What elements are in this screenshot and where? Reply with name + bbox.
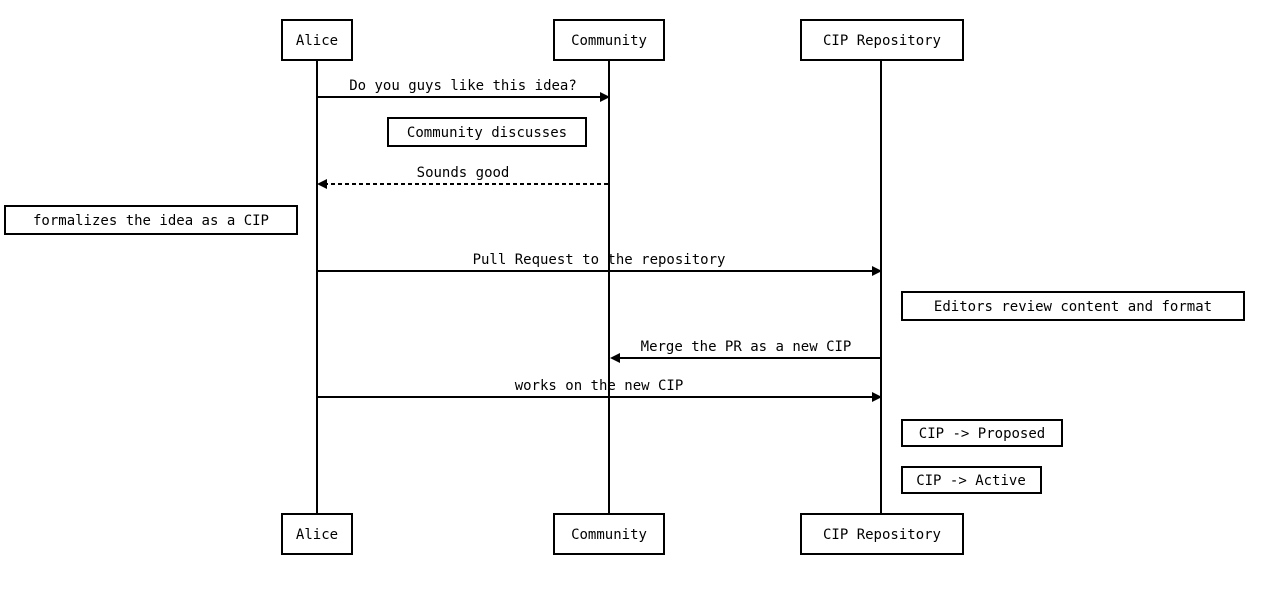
message-works-on: works on the new CIP [318, 378, 882, 402]
note-formalizes: formalizes the idea as a CIP [4, 205, 298, 235]
participant-label: Community [571, 33, 647, 49]
note-community-discusses: Community discusses [387, 117, 587, 147]
arrowhead [600, 92, 610, 102]
message-sounds-good: Sounds good [317, 165, 608, 189]
note-cip-proposed: CIP -> Proposed [901, 419, 1063, 447]
message-pull-request: Pull Request to the repository [318, 252, 882, 276]
participant-community-top: Community [553, 19, 665, 61]
participant-label: CIP Repository [823, 33, 941, 49]
participant-label: Community [571, 527, 647, 543]
participant-label: Alice [296, 33, 338, 49]
participant-community-bottom: Community [553, 513, 665, 555]
participant-label: CIP Repository [823, 527, 941, 543]
note-label: formalizes the idea as a CIP [33, 213, 269, 229]
message-label: Sounds good [417, 165, 510, 181]
message-label: works on the new CIP [515, 378, 684, 394]
note-cip-active: CIP -> Active [901, 466, 1042, 494]
participant-repo-bottom: CIP Repository [800, 513, 964, 555]
note-label: CIP -> Active [916, 473, 1026, 489]
note-editors-review: Editors review content and format [901, 291, 1245, 321]
message-merge: Merge the PR as a new CIP [610, 339, 880, 363]
arrowhead [317, 179, 327, 189]
arrowhead [610, 353, 620, 363]
participant-alice-bottom: Alice [281, 513, 353, 555]
note-label: CIP -> Proposed [919, 426, 1045, 442]
note-label: Editors review content and format [934, 299, 1212, 315]
participant-label: Alice [296, 527, 338, 543]
message-label: Do you guys like this idea? [349, 78, 577, 94]
message-label: Merge the PR as a new CIP [641, 339, 852, 355]
participant-repo-top: CIP Repository [800, 19, 964, 61]
note-label: Community discusses [407, 125, 567, 141]
participant-alice-top: Alice [281, 19, 353, 61]
arrowhead [872, 392, 882, 402]
message-label: Pull Request to the repository [473, 252, 726, 268]
message-idea: Do you guys like this idea? [318, 78, 610, 102]
arrowhead [872, 266, 882, 276]
